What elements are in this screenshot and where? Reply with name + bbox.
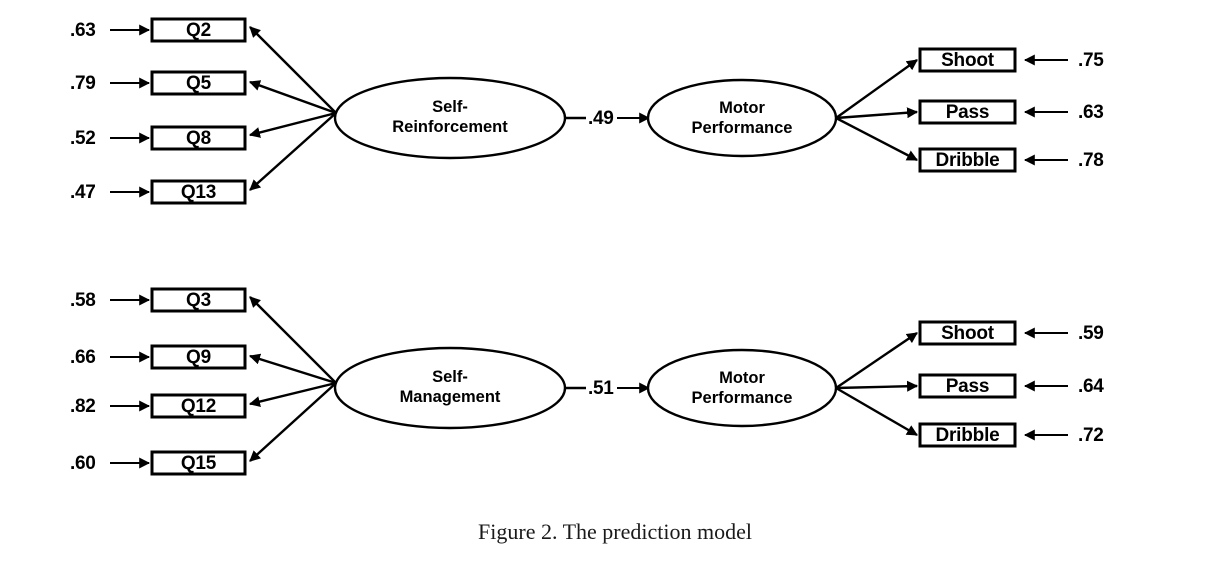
indicator-box-label: Q9 [186,347,211,368]
indicator-loading-value: .66 [70,347,96,368]
latent-outcome-label: Motor Performance [648,368,836,408]
indicator-loading-value: .79 [70,73,96,94]
outcome-boxes-bottom [918,320,1017,448]
latent-predictor-label-line2: Management [399,388,501,407]
latent-self-management [333,346,567,430]
indicator-error-arrows-top [110,24,151,198]
loading-arrows-top [248,26,337,191]
model-self-reinforcement-graphics [110,17,1068,205]
latent-predictor-label-line1: Self- [432,98,468,116]
indicator-box-label: Q12 [180,396,217,417]
indicator-error-arrows-bottom [110,294,151,469]
indicator-loading-value: .47 [70,182,96,203]
outcome-box-label: Shoot [941,50,994,71]
latent-outcome-label-line2: Performance [691,119,793,138]
indicator-loading-value: .58 [70,290,96,311]
outcome-loading-value: .75 [1078,50,1104,71]
structural-path-coefficient: .51 [588,378,614,399]
outcome-box-label: Pass [945,376,990,397]
indicator-box-label: Q5 [186,73,211,94]
indicator-box-label: Q15 [180,453,217,474]
outcome-loading-value: .59 [1078,323,1104,344]
latent-outcome-label-line1: Motor [719,369,765,387]
indicator-loading-value: .82 [70,396,96,417]
latent-predictor-label: Self- Reinforcement [335,97,565,137]
loading-arrows-bottom [248,296,337,462]
outcome-loading-value: .63 [1078,102,1104,123]
outcome-arrows-bottom [835,332,919,437]
outcome-box-label: Shoot [941,323,994,344]
outcome-box-label: Pass [945,102,990,123]
latent-predictor-label-line2: Reinforcement [392,118,508,137]
latent-predictor-label-line1: Self- [432,368,468,386]
latent-self-reinforcement [333,76,567,160]
indicator-loading-value: .63 [70,20,96,41]
outcome-arrows-top [835,59,919,162]
outcome-loading-value: .64 [1078,376,1104,397]
indicator-boxes-top [150,17,247,205]
model-self-management-graphics [110,287,1068,476]
outcome-box-label: Dribble [935,150,1000,171]
indicator-boxes-bottom [150,287,247,476]
outcome-boxes-top [918,47,1017,173]
structural-path-coefficient: .49 [588,108,614,129]
latent-outcome-label-line1: Motor [719,99,765,117]
figure-caption: Figure 2. The prediction model [478,519,752,544]
outcome-error-arrows-bottom [1023,327,1068,441]
indicator-box-label: Q2 [186,20,211,41]
outcome-loading-value: .72 [1078,425,1104,446]
indicator-loading-value: .60 [70,453,96,474]
latent-predictor-label: Self- Management [335,367,565,407]
outcome-error-arrows-top [1023,54,1068,166]
indicator-box-label: Q8 [186,128,211,149]
latent-outcome-label: Motor Performance [648,98,836,138]
indicator-loading-value: .52 [70,128,96,149]
indicator-box-label: Q13 [180,182,217,203]
indicator-box-label: Q3 [186,290,211,311]
outcome-loading-value: .78 [1078,150,1104,171]
latent-outcome-label-line2: Performance [691,389,793,408]
outcome-box-label: Dribble [935,425,1000,446]
